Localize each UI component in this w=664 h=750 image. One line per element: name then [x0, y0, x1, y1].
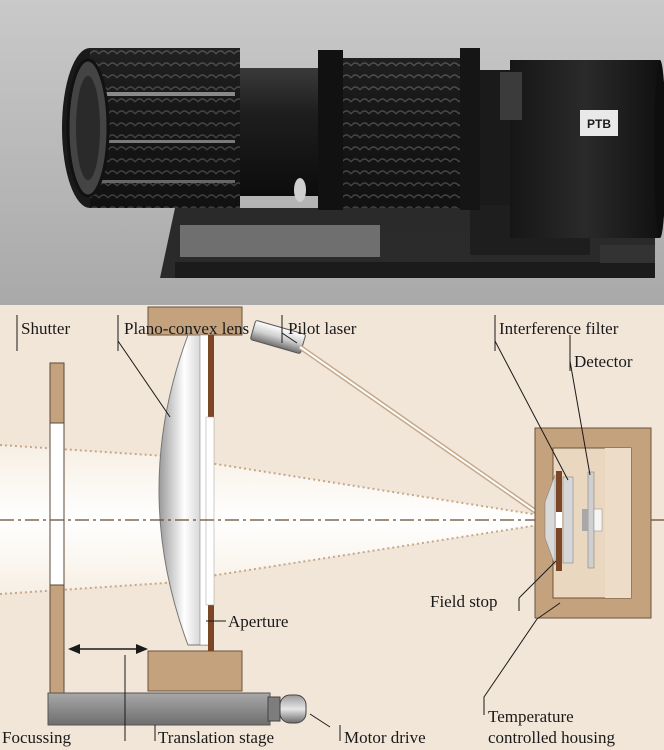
optical-schematic: Shutter Plano-convex lens Pilot laser In… [0, 305, 664, 750]
label-focussing: Focussing [2, 728, 71, 747]
label-detector: Detector [574, 352, 633, 371]
translation-stage [47, 692, 271, 726]
label-motor-drive: Motor drive [344, 728, 426, 747]
label-plano-convex-lens: Plano-convex lens [124, 319, 249, 338]
focussing-arrow [68, 644, 148, 654]
label-aperture: Aperture [228, 612, 288, 631]
ptb-badge: PTB [580, 110, 618, 136]
label-housing-line1: Temperature [488, 707, 574, 726]
field-stop [544, 471, 562, 571]
aperture [199, 334, 215, 651]
detector [582, 471, 603, 569]
lens-tube [240, 68, 325, 196]
lens-mount-bottom [147, 650, 243, 692]
svg-text:PTB: PTB [587, 117, 611, 131]
label-field-stop: Field stop [430, 592, 498, 611]
bolt [294, 178, 306, 202]
instrument-photo: PTB [0, 0, 664, 305]
label-interference-filter: Interference filter [499, 319, 619, 338]
detector-housing [480, 60, 664, 238]
shutter [49, 362, 65, 701]
optical-beam [0, 445, 545, 594]
pilot-laser [250, 320, 547, 521]
label-translation-stage: Translation stage [158, 728, 274, 747]
leader-lines [16, 315, 591, 741]
motor-drive [267, 694, 307, 724]
label-pilot-laser: Pilot laser [288, 319, 357, 338]
lens-mount-top [147, 306, 243, 336]
interference-filter [562, 476, 574, 564]
rear-coil [318, 48, 480, 210]
label-housing-line2: controlled housing [488, 728, 616, 747]
plano-convex-lens [158, 334, 211, 646]
label-shutter: Shutter [21, 319, 70, 338]
front-cage [62, 48, 240, 208]
